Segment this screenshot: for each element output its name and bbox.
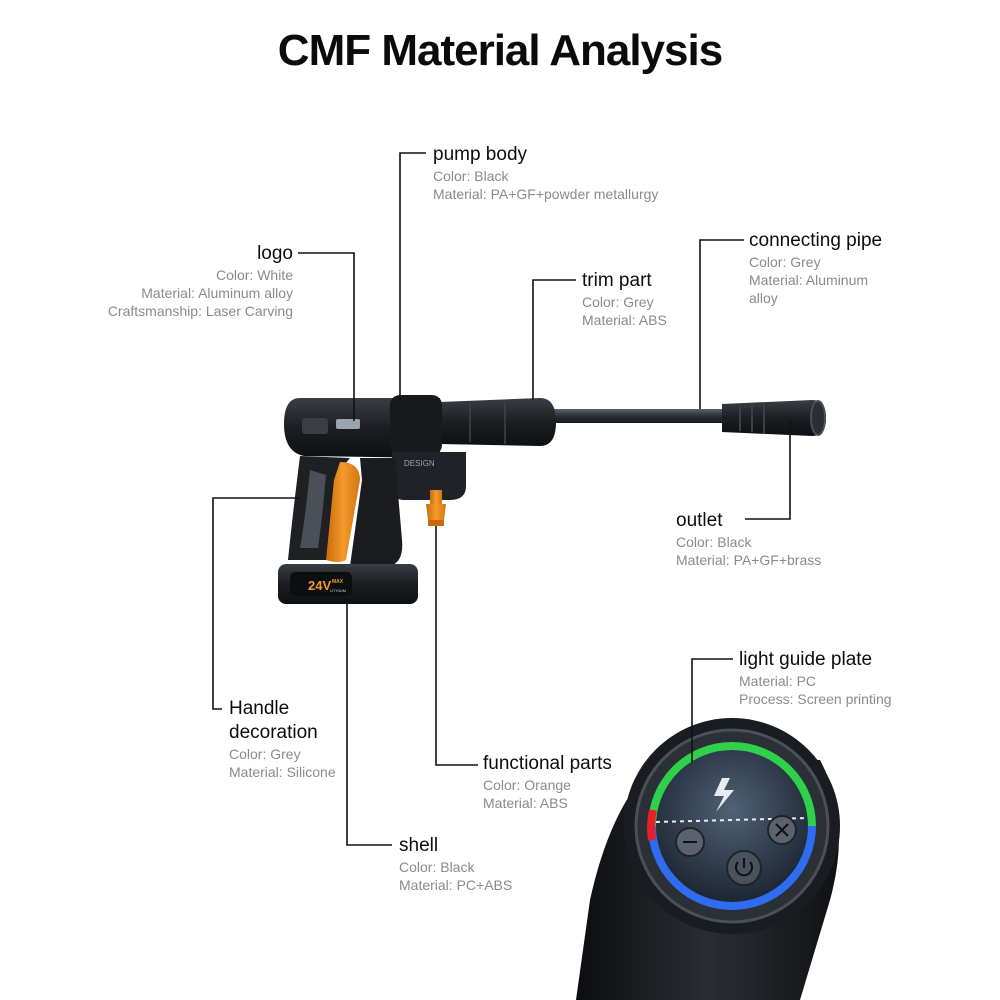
functional-parts-shape [426, 490, 446, 526]
label-functional-parts-name: functional parts [483, 753, 612, 774]
label-handle-decoration: Handle decoration Color: Grey Material: … [229, 697, 336, 781]
handle-shape [288, 456, 403, 566]
connecting-pipe-shape [548, 400, 826, 436]
label-shell-name: shell [399, 835, 439, 856]
label-functional-parts-material: Material: ABS [483, 795, 568, 811]
label-handle-decoration-name-2: decoration [229, 722, 318, 743]
label-connecting-pipe-material-cont: alloy [749, 290, 778, 306]
label-connecting-pipe-material: Material: Aluminum [749, 272, 869, 288]
label-logo-color: Color: White [215, 267, 293, 283]
page-title: CMF Material Analysis [277, 26, 723, 75]
label-handle-decoration-material: Material: Silicone [229, 764, 336, 780]
label-outlet-material: Material: PA+GF+brass [676, 552, 822, 568]
label-outlet: outlet Color: Black Material: PA+GF+bras… [676, 509, 821, 569]
label-logo: logo Color: White Material: Aluminum all… [108, 242, 293, 320]
label-functional-parts: functional parts Color: Orange Material:… [483, 752, 612, 812]
label-logo-name: logo [257, 243, 293, 264]
battery-sub-label: LITHIUM [330, 588, 346, 593]
battery-voltage-label: 24V [308, 578, 331, 593]
battery-badge-label: MAX [332, 579, 344, 585]
label-pump-body-name: pump body [433, 144, 528, 165]
label-functional-parts-color: Color: Orange [483, 777, 571, 793]
control-panel-shape [576, 718, 840, 1000]
label-shell: shell Color: Black Material: PC+ABS [399, 834, 512, 894]
label-light-guide-plate-process: Process: Screen printing [739, 691, 892, 707]
label-connecting-pipe: connecting pipe Color: Grey Material: Al… [749, 229, 882, 307]
leader-connecting-pipe [699, 239, 744, 409]
label-outlet-color: Color: Black [676, 534, 752, 550]
leader-handle-decoration [212, 497, 300, 710]
leader-pump-body [399, 152, 426, 400]
leader-functional-parts [435, 526, 478, 766]
label-shell-color: Color: Black [399, 859, 475, 875]
label-trim-part-color: Color: Grey [582, 294, 654, 310]
pump-body-shape: DESIGN [284, 395, 466, 500]
leader-lines [212, 152, 791, 846]
leader-outlet [745, 420, 791, 520]
leader-shell [346, 604, 392, 846]
label-handle-decoration-color: Color: Grey [229, 746, 301, 762]
label-connecting-pipe-color: Color: Grey [749, 254, 821, 270]
label-trim-part-material: Material: ABS [582, 312, 667, 328]
battery-shape: 24V MAX LITHIUM [278, 564, 418, 604]
label-trim-part-name: trim part [582, 270, 652, 291]
label-pump-body: pump body Color: Black Material: PA+GF+p… [433, 143, 658, 203]
leader-logo [298, 252, 355, 421]
label-light-guide-plate-name: light guide plate [739, 649, 873, 670]
label-logo-craft: Craftsmanship: Laser Carving [107, 303, 293, 319]
label-outlet-name: outlet [676, 510, 723, 531]
label-light-guide-plate-material: Material: PC [739, 673, 817, 689]
label-pump-body-color: Color: Black [433, 168, 509, 184]
label-logo-material: Material: Aluminum alloy [141, 285, 293, 301]
label-handle-decoration-name-1: Handle [229, 698, 290, 719]
leader-light-guide [691, 658, 733, 762]
label-shell-material: Material: PC+ABS [399, 877, 513, 893]
label-pump-body-material: Material: PA+GF+powder metallurgy [433, 186, 659, 202]
leader-trim-part [532, 279, 576, 400]
label-connecting-pipe-name: connecting pipe [749, 230, 883, 251]
label-trim-part: trim part Color: Grey Material: ABS [582, 269, 667, 329]
body-design-mark: DESIGN [404, 459, 435, 468]
trim-part-shape [440, 398, 556, 446]
label-light-guide-plate: light guide plate Material: PC Process: … [739, 648, 892, 708]
